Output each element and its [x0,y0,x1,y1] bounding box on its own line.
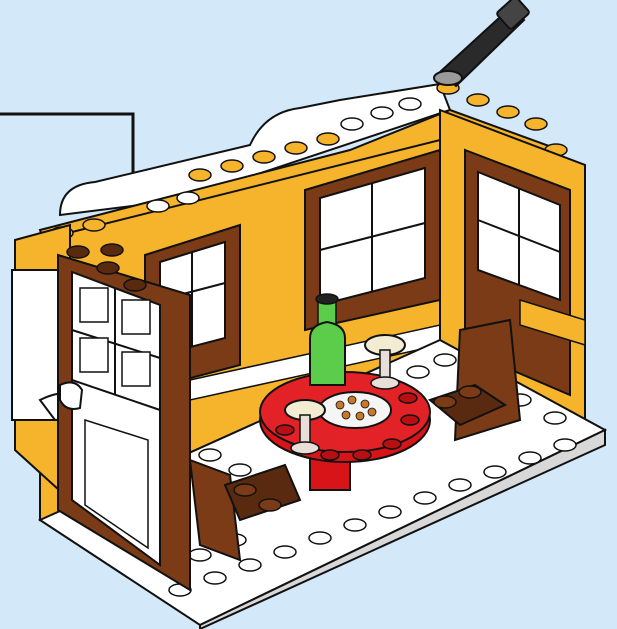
door-handle[interactable] [60,382,82,409]
telescope-icon [434,0,530,86]
